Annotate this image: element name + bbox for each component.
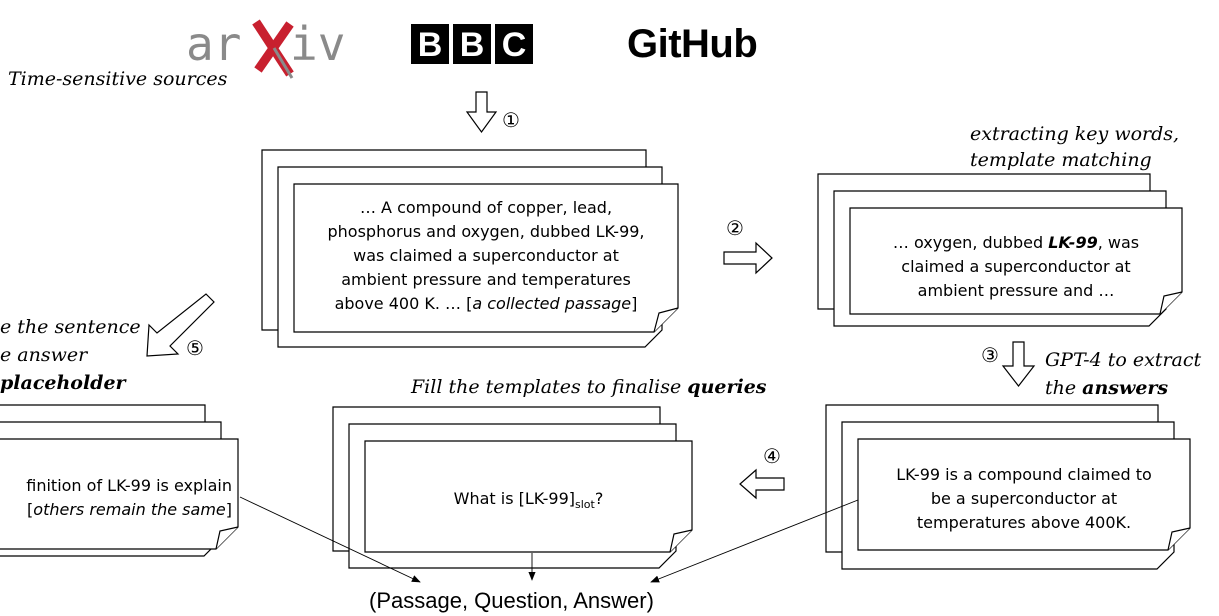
slot-subscript: slot bbox=[575, 498, 595, 512]
step3-arrow bbox=[1001, 341, 1036, 387]
answers-emphasis: answers bbox=[1082, 377, 1169, 399]
step1-arrow bbox=[465, 91, 498, 134]
keyword-emphasis: LK-99 bbox=[1048, 233, 1098, 252]
step3-label-line2: the answers bbox=[1045, 377, 1169, 399]
svg-text:ar: ar bbox=[186, 17, 241, 71]
output-label: (Passage, Question, Answer) bbox=[369, 588, 654, 613]
svg-text:iv: iv bbox=[290, 17, 345, 71]
step5-number: ⑤ bbox=[186, 336, 204, 360]
step5-label: e the sentence e answer placeholder bbox=[0, 313, 141, 397]
step2-arrow bbox=[723, 241, 773, 275]
step3-number: ③ bbox=[981, 343, 999, 367]
step2-number: ② bbox=[726, 216, 744, 240]
step4-label: Fill the templates to finalise queries bbox=[411, 376, 767, 398]
step5-arrow bbox=[146, 293, 215, 357]
github-logo: GitHub bbox=[627, 22, 758, 66]
arxiv-logo: arXiv ar iv bbox=[186, 14, 346, 79]
bbc-letter-3: C bbox=[495, 24, 533, 64]
step1-number: ① bbox=[502, 108, 520, 132]
arxiv-logo-mark: ar iv bbox=[186, 17, 345, 79]
step3-label-line1: GPT-4 to extract bbox=[1045, 349, 1202, 371]
bbc-letter-1: B bbox=[411, 24, 449, 64]
query-card-text: What is [LK-99]slot? bbox=[453, 489, 604, 512]
passage-card-stack bbox=[261, 149, 679, 348]
context-card-stack bbox=[0, 404, 239, 557]
step2-label: extracting key words, template matching bbox=[970, 121, 1179, 173]
step2-label-line2: template matching bbox=[970, 149, 1152, 171]
context-to-output-arrow bbox=[239, 496, 421, 583]
step4-number: ④ bbox=[763, 444, 781, 468]
answer-card-text: LK-99 is a compound claimed to be a supe… bbox=[896, 465, 1152, 532]
step4-arrow bbox=[739, 468, 785, 500]
passage-card-fold bbox=[653, 307, 679, 333]
step5-label-line1: e the sentence bbox=[0, 316, 141, 338]
passage-card-text: … A compound of copper, lead, phosphorus… bbox=[327, 198, 645, 313]
queries-emphasis: queries bbox=[687, 376, 767, 398]
query-card-stack bbox=[332, 406, 693, 569]
step5-label-line2: e answer bbox=[0, 344, 88, 366]
sources-label: Time-sensitive sources bbox=[8, 68, 228, 90]
answer-to-output-arrow bbox=[650, 499, 859, 583]
step5-label-line3: placeholder bbox=[0, 372, 126, 394]
step3-label: GPT-4 to extract the answers bbox=[1045, 346, 1201, 402]
keyword-card-stack bbox=[817, 173, 1183, 327]
bbc-letter-2: B bbox=[453, 24, 491, 64]
step2-label-line1: extracting key words, bbox=[970, 123, 1180, 145]
context-card-text: finition of LK-99 is explain [others rem… bbox=[26, 476, 232, 519]
keyword-card-text: … oxygen, dubbed LK-99, was claimed a su… bbox=[892, 233, 1140, 300]
answer-card-stack bbox=[825, 404, 1191, 570]
